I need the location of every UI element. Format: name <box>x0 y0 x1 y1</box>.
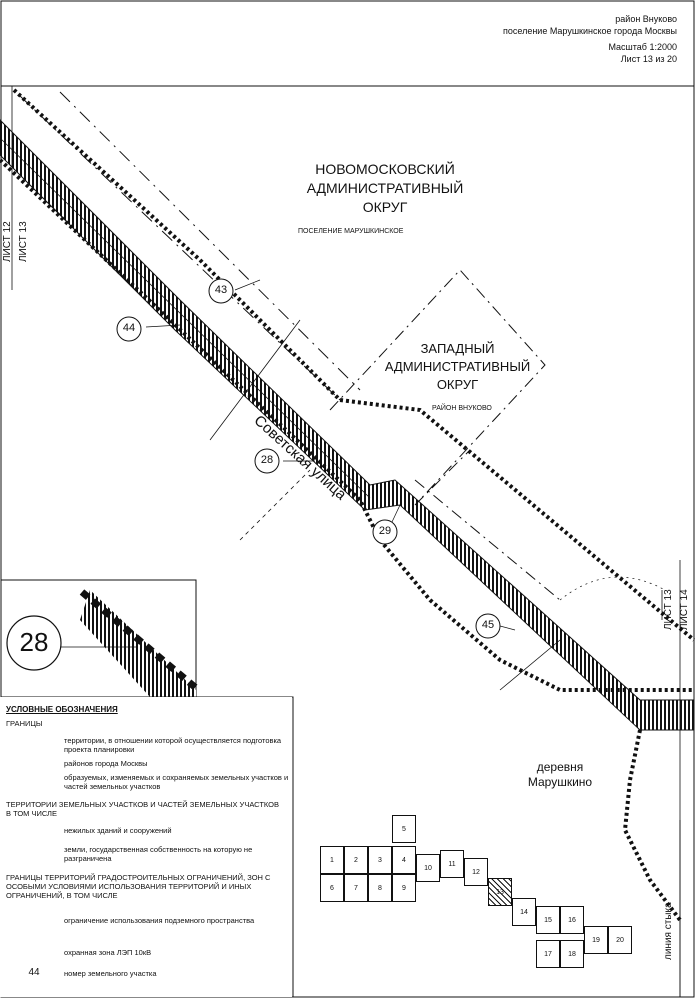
plot-marker-28 <box>254 448 280 474</box>
index-sheet: 1 <box>320 846 344 874</box>
index-sheet: 14 <box>512 898 536 926</box>
header-scale: Масштаб 1:2000 <box>608 42 677 52</box>
legend-territories-heading: ТЕРРИТОРИИ ЗЕМЕЛЬНЫХ УЧАСТКОВ И ЧАСТЕЙ З… <box>6 800 280 818</box>
index-sheet-current: 13 <box>488 878 512 906</box>
sheet-label-14: ЛИСТ 14 <box>679 589 690 630</box>
plot-number-44: 44 <box>122 322 136 334</box>
index-sheet: 8 <box>368 874 392 902</box>
sheet-label-13-left: ЛИСТ 13 <box>18 221 29 262</box>
road-strip <box>0 119 695 731</box>
index-sheet: 11 <box>440 850 464 878</box>
project-border-village <box>622 729 682 922</box>
district-border <box>329 269 546 506</box>
plot-marker-45 <box>475 613 501 639</box>
legend-borders-heading: ГРАНИЦЫ <box>6 719 43 728</box>
plot-number-29: 29 <box>378 525 392 537</box>
plot-number-28: 28 <box>260 454 274 466</box>
index-sheet: 4 <box>392 846 416 874</box>
index-sheet: 20 <box>608 926 632 954</box>
okrug-zapadny-label: ЗАПАДНЫЙ АДМИНИСТРАТИВНЫЙ ОКРУГ <box>384 341 531 392</box>
plot-number-45: 45 <box>481 619 495 631</box>
legend-z3: номер земельного участка <box>64 969 157 978</box>
index-sheet: 16 <box>560 906 584 934</box>
plot-number-43: 43 <box>214 284 228 296</box>
index-sheet: 6 <box>320 874 344 902</box>
legend-title: УСЛОВНЫЕ ОБОЗНАЧЕНИЯ <box>6 705 118 714</box>
legend-zones-heading: ГРАНИЦЫ ТЕРРИТОРИЙ ГРАДОСТРОИТЕЛЬНЫХ ОГР… <box>6 873 271 900</box>
index-sheet: 7 <box>344 874 368 902</box>
index-sheet: 2 <box>344 846 368 874</box>
plot-marker-43 <box>208 278 234 304</box>
index-sheet: 18 <box>560 940 584 968</box>
settlement-label: ПОСЕЛЕНИЕ МАРУШКИНСКОЕ <box>298 228 404 235</box>
legend: УСЛОВНЫЕ ОБОЗНАЧЕНИЯ ГРАНИЦЫ территории,… <box>0 697 292 997</box>
header-settlement: поселение Марушкинское города Москвы <box>502 26 677 36</box>
project-border-lower <box>0 158 694 692</box>
index-sheet: 3 <box>368 846 392 874</box>
index-sheet: 12 <box>464 858 488 886</box>
plot-marker-44 <box>116 316 142 342</box>
index-sheet: 9 <box>392 874 416 902</box>
project-border-upper <box>12 88 695 642</box>
header-sheet: Лист 13 из 20 <box>620 54 677 64</box>
village-label: деревня Марушкино <box>527 760 593 789</box>
legend-z2: охранная зона ЛЭП 10кВ <box>64 948 152 957</box>
plot-marker-29 <box>372 519 398 545</box>
index-sheet: 17 <box>536 940 560 968</box>
legend-b3: образуемых, изменяемых и сохраняемых зем… <box>64 773 289 791</box>
legend-z1: ограничение использования подземного про… <box>64 916 255 925</box>
index-sheet: 5 <box>392 815 416 843</box>
index-sheet: 10 <box>416 854 440 882</box>
junction-line-label: линия стыка <box>663 902 674 960</box>
legend-t2: земли, государственная собственность на … <box>64 845 253 863</box>
sheet-label-12: ЛИСТ 12 <box>2 221 13 262</box>
index-sheet: 19 <box>584 926 608 954</box>
sheet-label-13-right: ЛИСТ 13 <box>663 589 674 630</box>
legend-t1: нежилых зданий и сооружений <box>64 826 172 835</box>
index-sheet: 15 <box>536 906 560 934</box>
okrug-novomoskovsky-label: НОВОМОСКОВСКИЙ АДМИНИСТРАТИВНЫЙ ОКРУГ <box>306 161 464 215</box>
legend-b2: районов города Москвы <box>64 759 148 768</box>
legend-sample-plot: 44 <box>28 967 40 978</box>
header-district: район Внуково <box>615 14 677 24</box>
inset-plot-number: 28 <box>19 627 49 657</box>
legend-b1: территории, в отношении которой осуществ… <box>64 736 282 754</box>
district-label: РАЙОН ВНУКОВО <box>432 405 492 412</box>
